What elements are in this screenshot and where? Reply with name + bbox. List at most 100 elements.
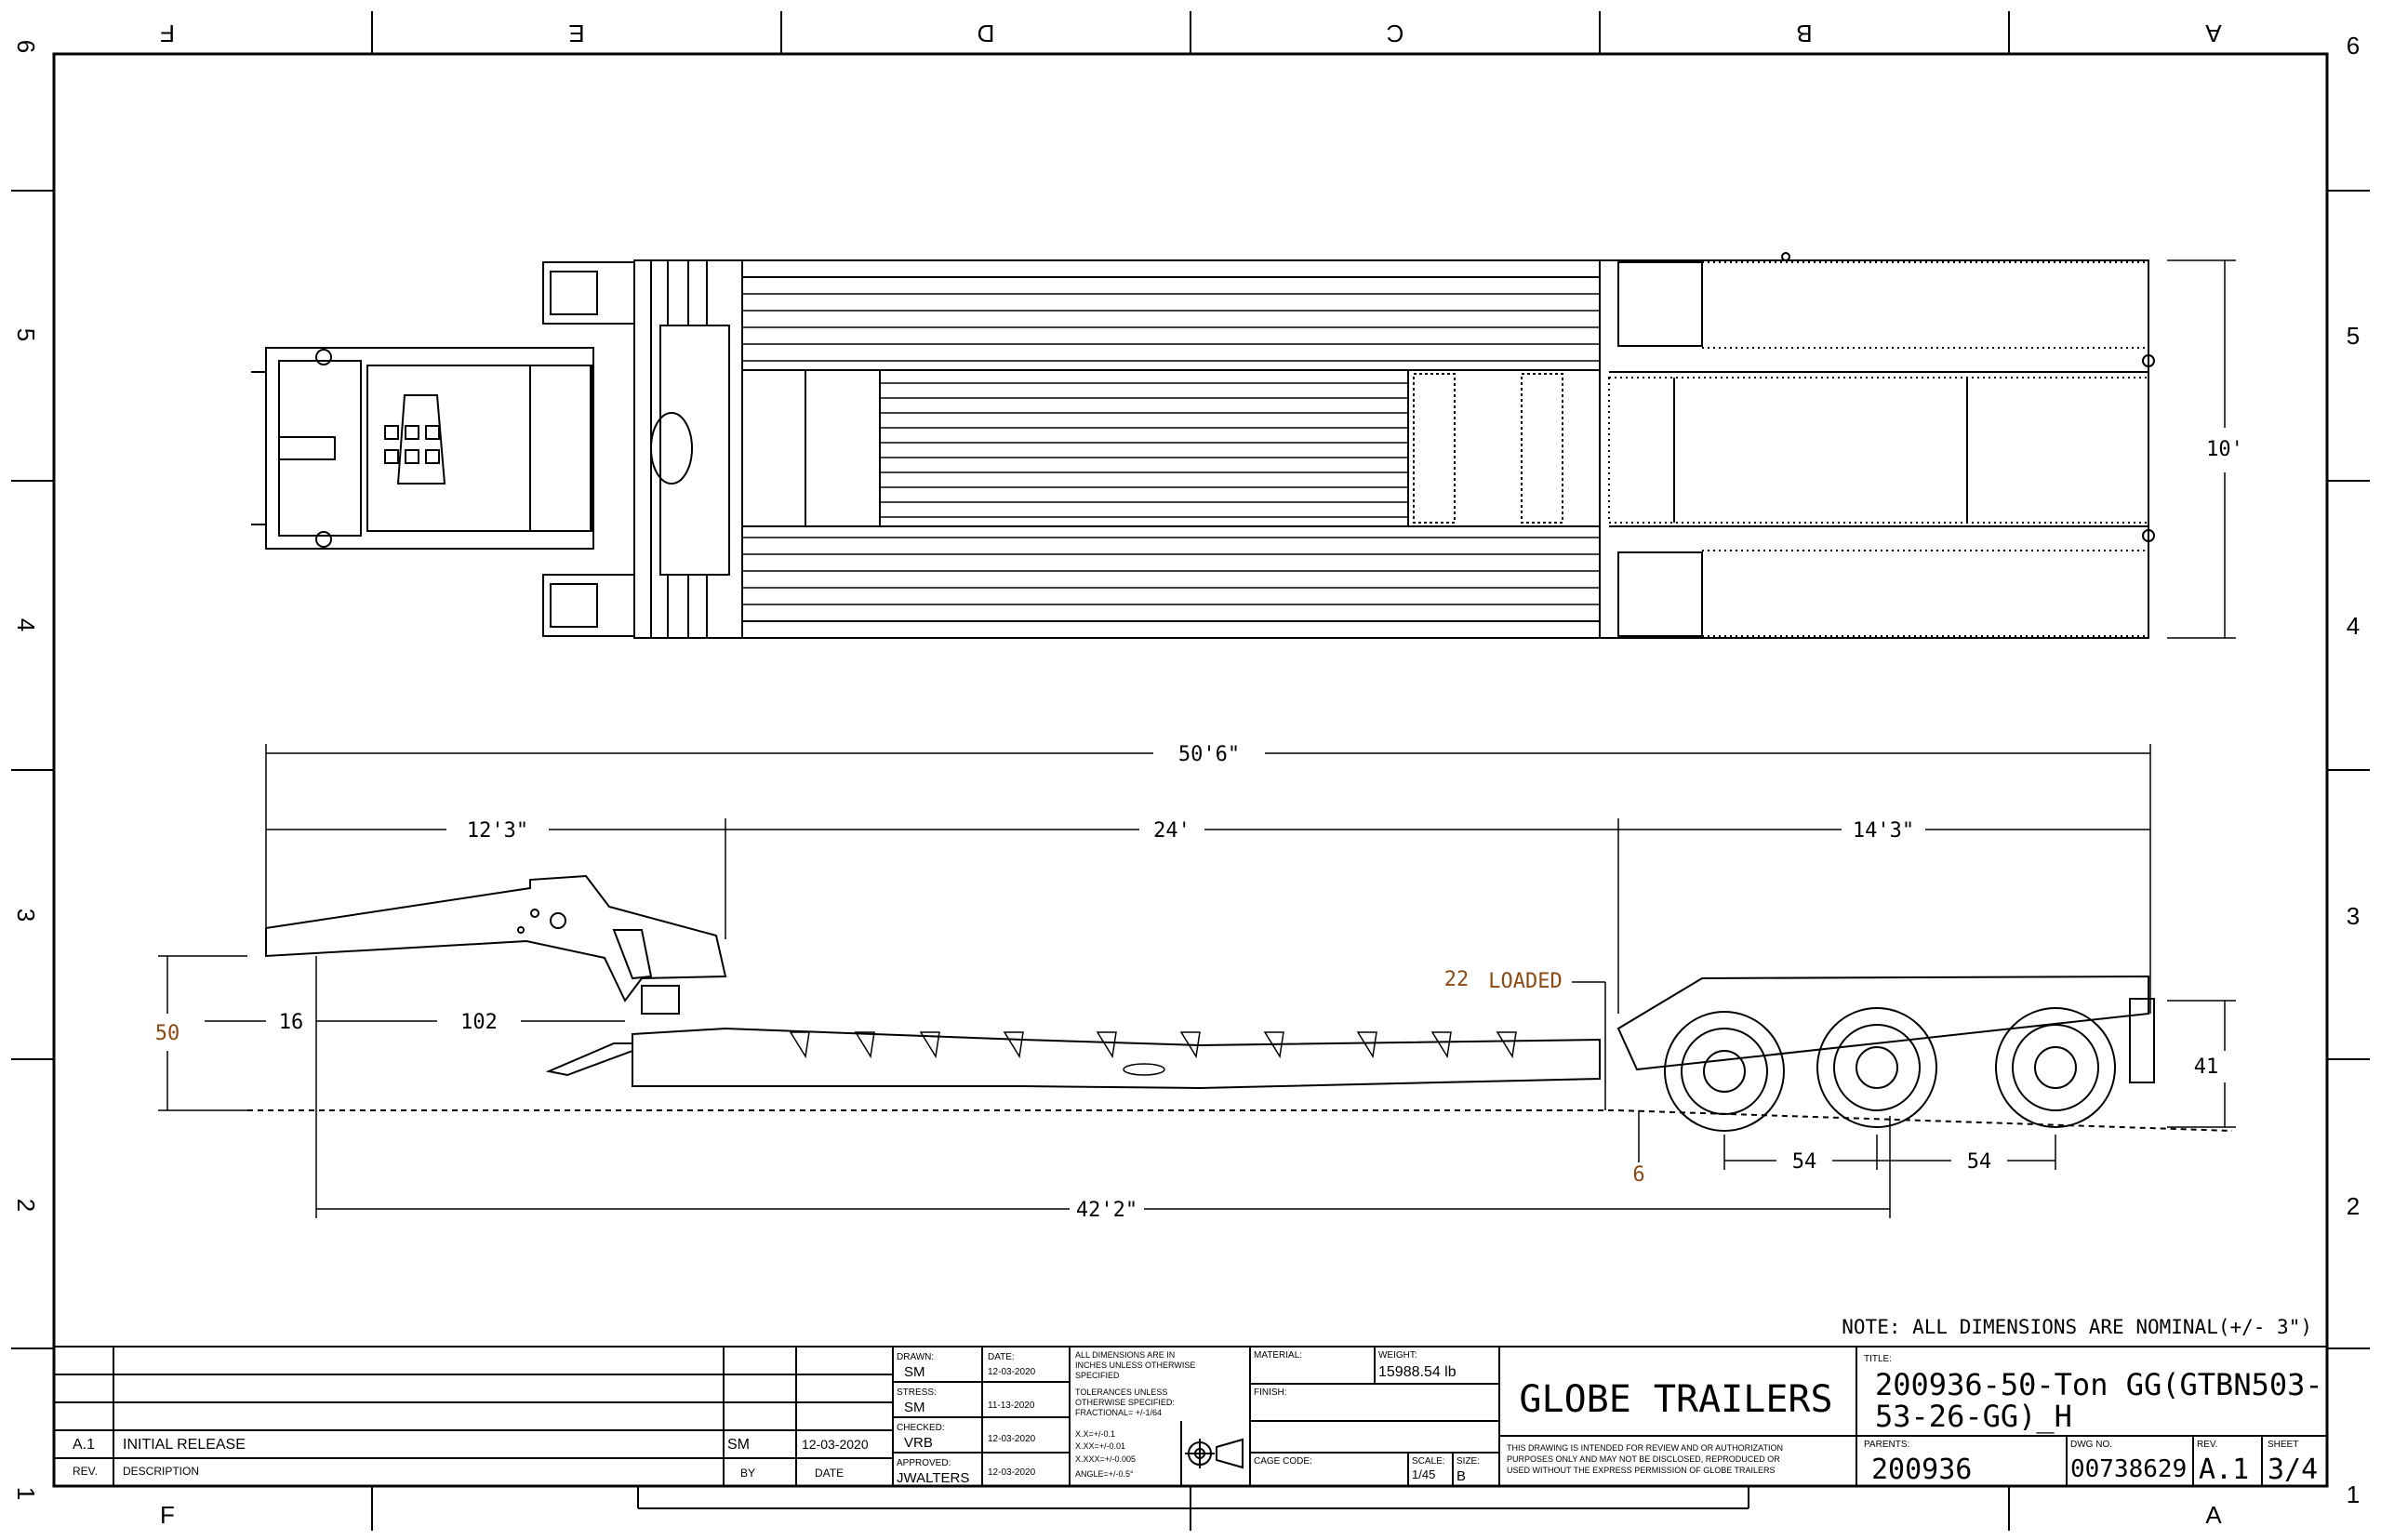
rev-col-rev: REV.: [73, 1465, 98, 1478]
approved-label: APPROVED:: [897, 1458, 951, 1468]
rev-box-value: A.1: [2199, 1454, 2249, 1486]
stress-value: SM: [904, 1400, 925, 1415]
dim-deck: 24': [1153, 819, 1190, 843]
dim-kingpin-to-axle: 42'2": [1076, 1199, 1137, 1222]
zone-right-4: 4: [2347, 612, 2360, 640]
tolerance-5: OTHERWISE SPECIFIED:: [1075, 1398, 1175, 1407]
disclaimer-3: USED WITHOUT THE EXPRESS PERMISSION OF G…: [1507, 1466, 1776, 1475]
zone-left-2: 2: [12, 1199, 40, 1212]
zone-right-1: 1: [2347, 1480, 2360, 1508]
size-value: B: [1457, 1468, 1466, 1484]
zone-bottom-A: A: [2205, 1501, 2222, 1529]
disclaimer-1: THIS DRAWING IS INTENDED FOR REVIEW AND …: [1507, 1443, 1783, 1453]
zone-top-D: D: [978, 20, 995, 47]
title-block-text: A.1 INITIAL RELEASE SM 12-03-2020 REV. D…: [73, 1350, 2323, 1486]
sheet-label: SHEET: [2268, 1440, 2298, 1450]
stress-label: STRESS:: [897, 1387, 937, 1398]
tolerance-9: X.XXX=+/-0.005: [1075, 1454, 1136, 1464]
parents-value: 200936: [1871, 1454, 1972, 1486]
zone-left-4: 4: [12, 618, 40, 631]
projection-symbol: [1185, 1438, 1244, 1469]
wheel-3: [1995, 1007, 2116, 1128]
rev-description: INITIAL RELEASE: [123, 1437, 246, 1453]
drawn-value: SM: [904, 1364, 925, 1380]
top-view: [251, 252, 2155, 639]
dim-loaded-height: 22: [1444, 968, 1470, 991]
date-checked: 12-03-2020: [988, 1434, 1036, 1444]
approved-value: JWALTERS: [897, 1470, 969, 1486]
rev-value: A.1: [73, 1437, 95, 1453]
dim-width: 10': [2206, 438, 2243, 461]
zone-right-6: 6: [2347, 32, 2360, 60]
zone-right-5: 5: [2347, 322, 2360, 350]
checked-value: VRB: [904, 1435, 933, 1451]
zone-right-3: 3: [2347, 902, 2360, 930]
date-drawn: 12-03-2020: [988, 1367, 1036, 1377]
zone-top-E: E: [568, 20, 584, 47]
rev-by: SM: [727, 1437, 750, 1453]
rev-col-description: DESCRIPTION: [123, 1465, 199, 1478]
zone-top-B: B: [1796, 20, 1812, 47]
checked-label: CHECKED:: [897, 1423, 945, 1433]
zone-bottom-F: F: [160, 1501, 175, 1529]
dim-offset-16: 16: [279, 1011, 304, 1034]
dim-rear: 14'3": [1853, 819, 1914, 843]
material-label: MATERIAL:: [1254, 1350, 1302, 1361]
dim-gooseneck: 12'3": [467, 819, 528, 843]
date-label: DATE:: [988, 1352, 1015, 1362]
tolerance-2: INCHES UNLESS OTHERWISE: [1075, 1361, 1195, 1370]
weight-label: WEIGHT:: [1378, 1350, 1417, 1361]
sheet-value: 3/4: [2268, 1454, 2318, 1486]
dim-ground-clearance: 6: [1632, 1163, 1644, 1187]
dim-overall-length: 50'6": [1178, 743, 1240, 766]
scale-ruler: [637, 1486, 1749, 1509]
tolerance-1: ALL DIMENSIONS ARE IN: [1075, 1350, 1175, 1360]
title-block: [53, 1346, 2328, 1487]
dimensions-note: NOTE: ALL DIMENSIONS ARE NOMINAL(+/- 3"): [1842, 1316, 2312, 1338]
title-line-2: 53-26-GG)_H: [1875, 1399, 2072, 1434]
cage-code-label: CAGE CODE:: [1254, 1456, 1312, 1467]
dwg-no-label: DWG NO.: [2070, 1440, 2112, 1450]
zone-right-2: 2: [2347, 1192, 2360, 1220]
weight-value: 15988.54 lb: [1378, 1364, 1457, 1380]
scale-label: SCALE:: [1412, 1456, 1445, 1467]
wheel-2: [1816, 1007, 1937, 1128]
dim-offset-102: 102: [460, 1011, 498, 1034]
scale-value: 1/45: [1412, 1467, 1435, 1481]
zone-top-F: F: [160, 20, 175, 47]
dwg-no-value: 00738629: [2070, 1455, 2187, 1483]
tolerance-4: TOLERANCES UNLESS: [1075, 1387, 1167, 1397]
zone-top-A: A: [2205, 20, 2222, 47]
tolerance-6: FRACTIONAL= +/-1/64: [1075, 1408, 1162, 1417]
dim-axle-spacing-2: 54: [1967, 1150, 1992, 1174]
date-approved: 12-03-2020: [988, 1467, 1036, 1478]
zone-top-C: C: [1387, 20, 1404, 47]
disclaimer-2: PURPOSES ONLY AND MAY NOT BE DISCLOSED, …: [1507, 1454, 1780, 1464]
sheet-border: F E D C B A F A 6 5 4 3 2 1 6 5 4 3 2 1: [11, 11, 2370, 1531]
zone-left-1: 1: [12, 1487, 40, 1500]
finish-label: FINISH:: [1254, 1387, 1287, 1398]
tolerance-8: X.XX=+/-0.01: [1075, 1441, 1125, 1451]
title-label: TITLE:: [1864, 1354, 1892, 1364]
company-name: GLOBE TRAILERS: [1519, 1378, 1832, 1421]
dimension-lines: [158, 259, 2236, 1218]
rev-col-by: BY: [740, 1467, 755, 1480]
zone-left-3: 3: [12, 909, 40, 922]
date-stress: 11-13-2020: [988, 1401, 1035, 1411]
zone-left-5: 5: [12, 328, 40, 341]
dim-loaded-label: LOADED: [1488, 970, 1562, 993]
rev-label: REV.: [2197, 1440, 2217, 1450]
tolerance-10: ANGLE=+/-0.5°: [1075, 1469, 1134, 1479]
dim-front-height: 50: [155, 1022, 180, 1045]
size-label: SIZE:: [1457, 1456, 1480, 1467]
rev-date: 12-03-2020: [802, 1437, 869, 1452]
title-line-1: 200936-50-Ton GG(GTBN503-: [1875, 1367, 2323, 1402]
tolerance-3: SPECIFIED: [1075, 1371, 1120, 1380]
zone-left-6: 6: [12, 40, 40, 53]
rev-col-date: DATE: [815, 1467, 844, 1480]
side-view: [247, 874, 2233, 1132]
tolerance-7: X.X=+/-0.1: [1075, 1429, 1115, 1439]
drawn-label: DRAWN:: [897, 1352, 934, 1362]
